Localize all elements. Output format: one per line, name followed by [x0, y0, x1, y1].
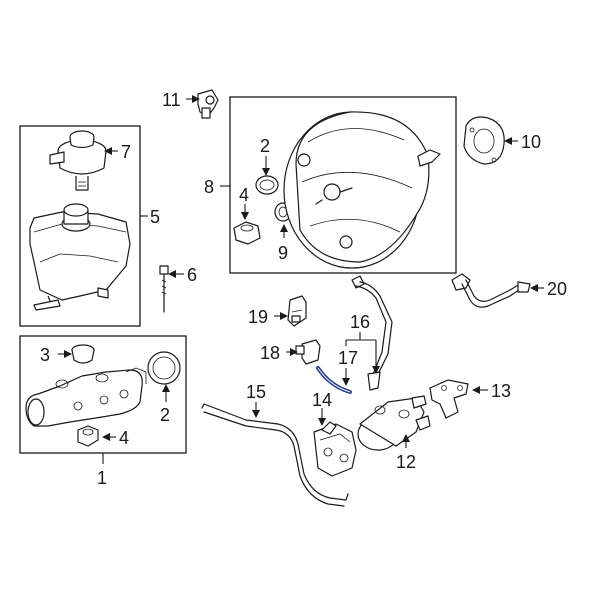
- brake-booster-part[interactable]: [283, 111, 441, 269]
- vacuum-sensor-part[interactable]: [197, 89, 219, 119]
- callout-15: 15: [246, 382, 266, 402]
- callout-9: 9: [278, 243, 288, 263]
- vacuum-line-part-16[interactable]: [351, 275, 393, 391]
- reservoir-cap-part[interactable]: [49, 130, 107, 191]
- booster-gasket-part[interactable]: [463, 116, 505, 165]
- callout-1: 1: [97, 468, 107, 488]
- bracket-part-19[interactable]: [287, 295, 307, 327]
- nut-part-upper[interactable]: [233, 221, 261, 245]
- brake-fluid-reservoir-part[interactable]: [29, 203, 131, 311]
- callout-8: 8: [204, 177, 214, 197]
- callout-10: 10: [521, 132, 541, 152]
- callout-14: 14: [312, 390, 332, 410]
- vacuum-hose-part[interactable]: [451, 273, 531, 308]
- callout-20: 20: [547, 279, 567, 299]
- callout-11: 11: [162, 90, 181, 110]
- callout-3: 3: [40, 345, 50, 365]
- callout-12: 12: [396, 452, 416, 472]
- callout-17: 17: [338, 348, 358, 368]
- callout-4-lower: 4: [119, 428, 129, 448]
- callout-19: 19: [248, 307, 268, 327]
- bracket-part-13[interactable]: [429, 379, 469, 419]
- callout-4-upper: 4: [239, 185, 249, 205]
- callout-13: 13: [491, 381, 511, 401]
- hose-part-17-highlighted[interactable]: [316, 366, 352, 394]
- pump-bracket-part-14[interactable]: [313, 421, 357, 477]
- callout-6: 6: [187, 265, 197, 285]
- callout-2-upper: 2: [260, 136, 270, 156]
- nut-part-lower[interactable]: [77, 425, 99, 447]
- vacuum-pump-part-12[interactable]: [357, 395, 431, 451]
- callout-16: 16: [350, 312, 370, 332]
- reservoir-group-box: [19, 125, 141, 327]
- callout-5: 5: [150, 207, 160, 227]
- mounting-bolt-part[interactable]: [159, 265, 169, 313]
- master-cylinder-seal-part[interactable]: [147, 351, 181, 385]
- callout-7: 7: [121, 142, 131, 162]
- callout-18: 18: [260, 343, 280, 363]
- o-ring-part[interactable]: [255, 175, 279, 195]
- booster-group-box: [229, 96, 457, 274]
- master-cylinder-part[interactable]: [25, 367, 147, 427]
- brake-line-part-15[interactable]: [201, 403, 349, 507]
- callout-2-lower: 2: [160, 405, 170, 425]
- sensor-part-18[interactable]: [295, 339, 321, 365]
- reservoir-grommet-part[interactable]: [71, 344, 95, 364]
